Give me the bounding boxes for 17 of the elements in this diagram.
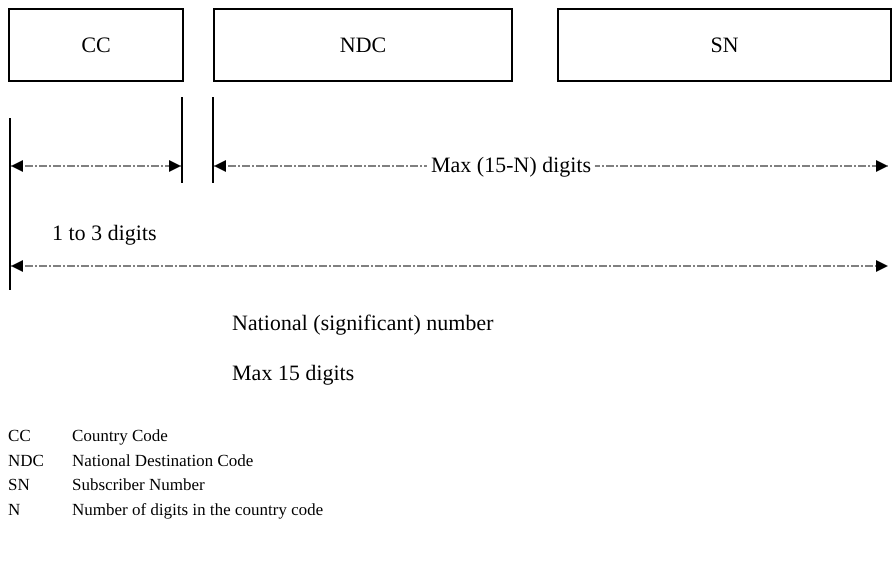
field-box [213, 8, 513, 82]
definition: Number of digits in the country code [72, 500, 324, 520]
caption-text: National (significant) number [232, 310, 494, 336]
definition: National Destination Code [72, 451, 254, 471]
caption-text: Max 15 digits [232, 360, 354, 386]
abbreviation: SN [8, 475, 30, 495]
abbreviation: N [8, 500, 20, 520]
field-label: SN [710, 32, 739, 58]
dimension-label: 1 to 3 digits [52, 220, 157, 246]
abbreviation: CC [8, 426, 31, 446]
field-label: NDC [340, 32, 386, 58]
field-box [557, 8, 892, 82]
field-box [8, 8, 184, 82]
abbreviation: NDC [8, 451, 44, 471]
definition: Country Code [72, 426, 168, 446]
field-label: CC [81, 32, 111, 58]
definition: Subscriber Number [72, 475, 205, 495]
